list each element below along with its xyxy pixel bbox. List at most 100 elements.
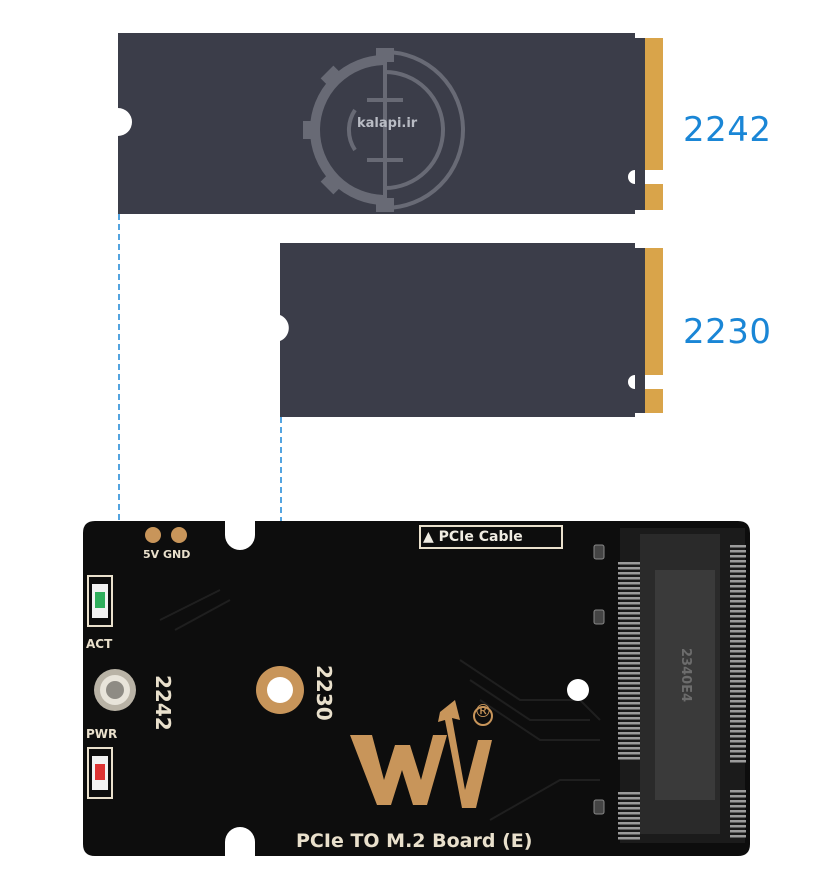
- ssd-2230-gold-contacts: [645, 248, 663, 413]
- connector-pin: [618, 707, 640, 710]
- connector-pin: [618, 722, 640, 725]
- connector-pin: [730, 545, 746, 548]
- hole-2242-label: 2242: [151, 675, 175, 731]
- connector-pin: [618, 817, 640, 820]
- connector-pin: [618, 637, 640, 640]
- connector-pin: [618, 682, 640, 685]
- connector-pin: [730, 650, 746, 653]
- connector-pin: [730, 580, 746, 583]
- connector-pin: [618, 747, 640, 750]
- connector-pin: [730, 705, 746, 708]
- connector-pin: [730, 740, 746, 743]
- connector-pin: [618, 737, 640, 740]
- connector-pin: [730, 570, 746, 573]
- size-label-2230: 2230: [683, 312, 772, 352]
- connector-pin: [618, 577, 640, 580]
- connector-pin: [730, 695, 746, 698]
- connector-pin: [618, 827, 640, 830]
- connector-pin: [730, 715, 746, 718]
- connector-pin: [730, 555, 746, 558]
- connector-pin: [730, 675, 746, 678]
- connector-pin: [730, 750, 746, 753]
- connector-pin: [730, 735, 746, 738]
- connector-pin: [730, 820, 746, 823]
- waveshare-logo-icon: [350, 700, 493, 808]
- connector-pin: [618, 597, 640, 600]
- connector-pin: [730, 640, 746, 643]
- watermark-gear-icon: [303, 48, 465, 212]
- connector-pin: [730, 655, 746, 658]
- connector-pin: [730, 680, 746, 683]
- connector-pin: [618, 582, 640, 585]
- connector-pin: [618, 572, 640, 575]
- connector-pin: [730, 685, 746, 688]
- connector-pin: [730, 615, 746, 618]
- connector-marking: 2340E4: [678, 648, 693, 703]
- watermark-text: kalapi.ir: [357, 116, 418, 131]
- connector-pin: [618, 812, 640, 815]
- connector-pin: [618, 677, 640, 680]
- connector-pin: [618, 647, 640, 650]
- connector-pin: [730, 815, 746, 818]
- connector-pin: [618, 617, 640, 620]
- connector-pin: [618, 587, 640, 590]
- connector-pin: [618, 702, 640, 705]
- 5v-pad: [145, 527, 161, 543]
- connector-pin: [618, 567, 640, 570]
- connector-pin: [730, 795, 746, 798]
- connector-pin: [730, 690, 746, 693]
- connector-pin: [730, 620, 746, 623]
- connector-pin: [618, 757, 640, 760]
- connector-pin: [618, 802, 640, 805]
- connector-pin: [730, 805, 746, 808]
- connector-pin: [618, 652, 640, 655]
- connector-pin: [618, 627, 640, 630]
- board-title: PCIe TO M.2 Board (E): [296, 830, 533, 852]
- pcie-cable-label: ▲ PCIe Cable: [423, 529, 523, 545]
- connector-pin: [730, 600, 746, 603]
- connector-pin: [730, 835, 746, 838]
- m2-connector: [620, 528, 745, 843]
- hole-2230-label: 2230: [312, 665, 336, 721]
- connector-pin: [730, 800, 746, 803]
- connector-pin: [730, 700, 746, 703]
- connector-pin: [730, 625, 746, 628]
- connector-pin: [730, 755, 746, 758]
- connector-pin: [730, 585, 746, 588]
- connector-pin: [618, 797, 640, 800]
- connector-pin: [730, 575, 746, 578]
- connector-pin: [730, 745, 746, 748]
- connector-pin: [618, 642, 640, 645]
- connector-pin: [618, 657, 640, 660]
- connector-pin: [618, 832, 640, 835]
- connector-pin: [618, 712, 640, 715]
- ssd-2230-card: [280, 243, 663, 417]
- connector-pin: [618, 662, 640, 665]
- connector-pin: [730, 635, 746, 638]
- connector-pin: [618, 837, 640, 840]
- connector-pin: [730, 560, 746, 563]
- act-label: ACT: [86, 637, 113, 651]
- connector-pin: [730, 790, 746, 793]
- act-led-icon: [87, 575, 113, 627]
- connector-pin: [730, 660, 746, 663]
- connector-pin: [730, 830, 746, 833]
- connector-pin: [730, 590, 746, 593]
- pwr-label: PWR: [86, 727, 118, 741]
- connector-pin: [730, 670, 746, 673]
- connector-pin: [618, 717, 640, 720]
- connector-pin: [730, 630, 746, 633]
- connector-pin: [618, 562, 640, 565]
- connector-pin: [618, 807, 640, 810]
- gnd-pad: [171, 527, 187, 543]
- connector-pin: [618, 667, 640, 670]
- connector-pin: [730, 710, 746, 713]
- connector-pin: [730, 720, 746, 723]
- connector-pin: [618, 697, 640, 700]
- connector-pin: [730, 565, 746, 568]
- connector-pin: [618, 792, 640, 795]
- connector-pin: [730, 605, 746, 608]
- connector-pin: [730, 665, 746, 668]
- connector-pin: [618, 632, 640, 635]
